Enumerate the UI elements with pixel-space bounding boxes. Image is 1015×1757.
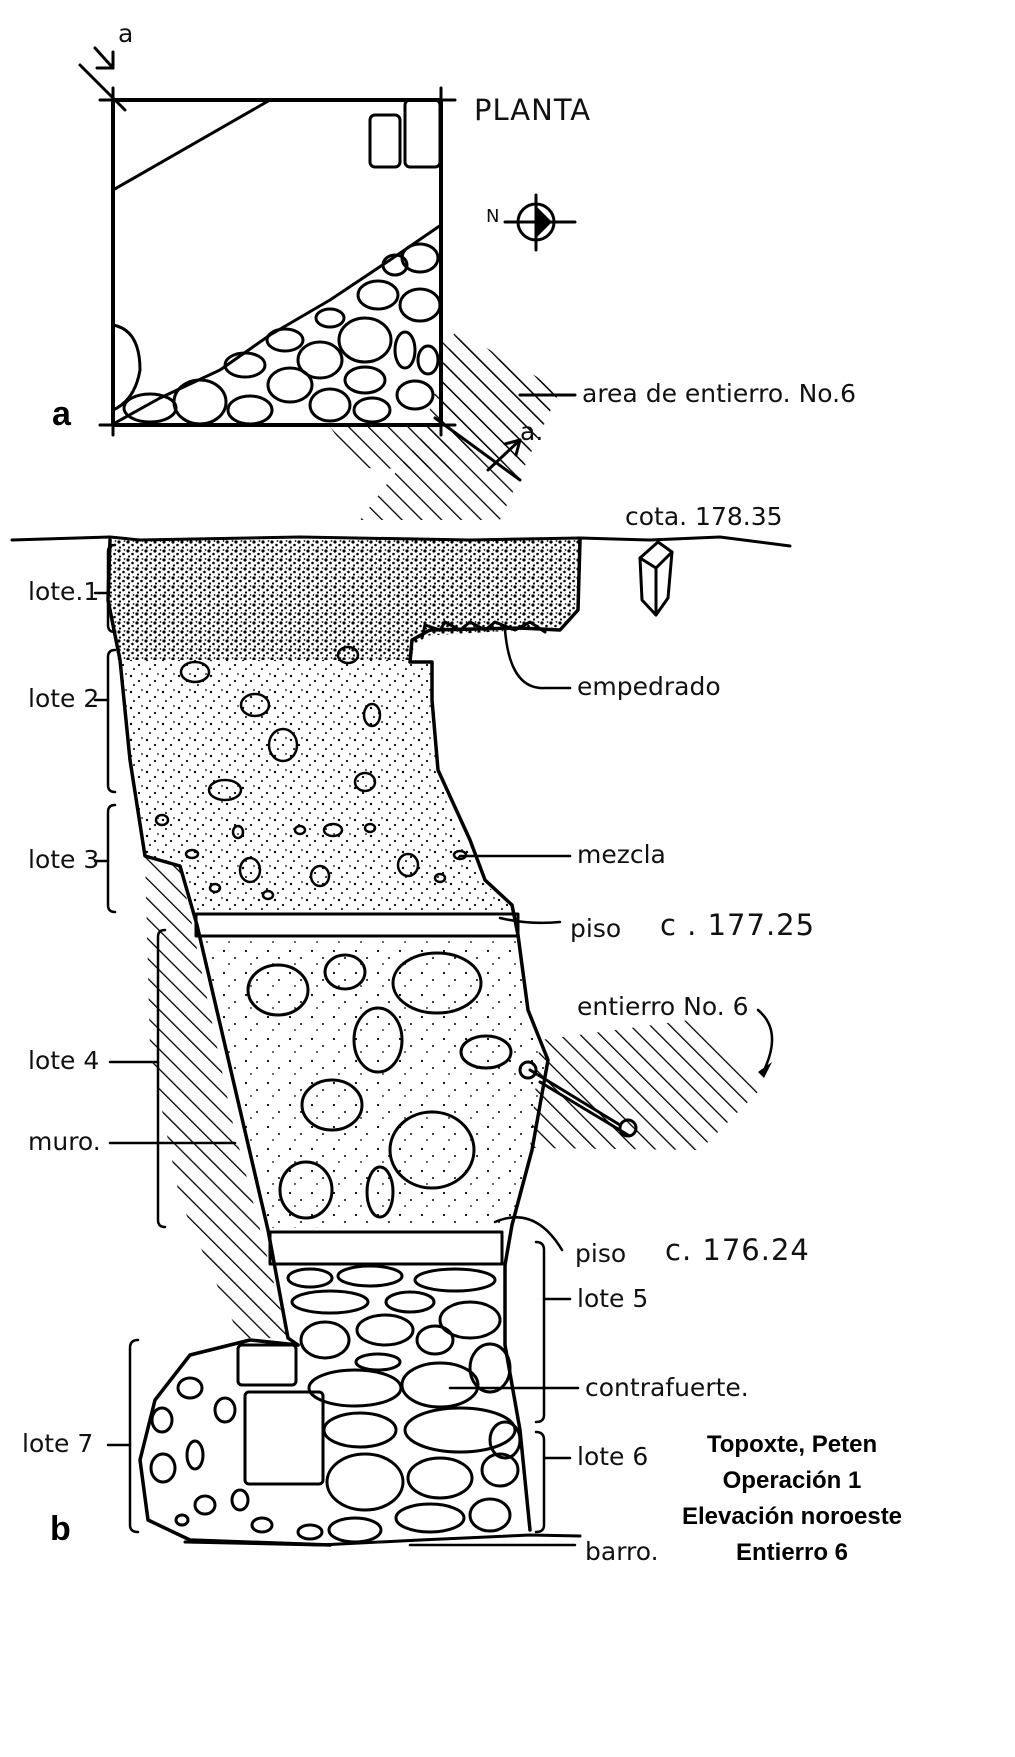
caption-line4: Entierro 6 <box>736 1539 848 1566</box>
plan-view: a a. N PLANTA area de entierro. No.6 a <box>52 19 856 520</box>
plan-title: PLANTA <box>474 93 591 127</box>
caption-line1: Topoxte, Peten <box>707 1431 877 1458</box>
bone-icon <box>518 1060 638 1138</box>
label-lote7: lote 7 <box>22 1429 93 1458</box>
label-piso-lower: piso <box>575 1239 626 1268</box>
panel-a-letter: a <box>52 395 72 433</box>
datum-marker-icon <box>638 540 674 617</box>
section-outline <box>106 538 300 1347</box>
caption-block: Topoxte, Peten Operación 1 Elevación nor… <box>682 1431 902 1566</box>
plan-square <box>111 98 443 427</box>
lote2-3-layer <box>118 660 515 913</box>
muro-hatch <box>145 856 288 1338</box>
plan-burial-hatch-bottom <box>330 427 460 470</box>
plan-stones <box>122 242 442 426</box>
lote7-outline <box>138 1338 332 1547</box>
section-marker-bottom <box>433 416 522 482</box>
label-lote3: lote 3 <box>28 845 99 874</box>
label-lote1: lote.1 <box>28 577 99 606</box>
section-marker-top-label: a <box>118 19 133 48</box>
piso-upper <box>194 912 520 938</box>
caption-line3: Elevación noroeste <box>682 1503 902 1530</box>
label-lote2: lote 2 <box>28 684 99 713</box>
north-arrow-icon <box>503 193 577 252</box>
burial-area-label: area de entierro. No.6 <box>582 379 856 408</box>
plan-block <box>368 113 402 169</box>
label-cota-upper: c . 177.25 <box>660 908 815 942</box>
label-entierro: entierro No. 6 <box>577 992 749 1021</box>
elevation-label: cota. 178.35 <box>625 502 783 531</box>
caption-line2: Operación 1 <box>723 1467 862 1494</box>
label-lote5: lote 5 <box>577 1284 648 1313</box>
lote1-layer <box>110 540 580 660</box>
label-cota-lower: c. 176.24 <box>665 1233 810 1267</box>
section-view: cota. 178.35 lote.1 lote 2 lote 3 lote 4… <box>10 502 815 1566</box>
label-barro: barro. <box>585 1537 659 1566</box>
contrafuerte-stones <box>286 1264 522 1544</box>
label-lote4: lote 4 <box>28 1046 99 1075</box>
section-marker-bottom-label: a. <box>520 417 543 446</box>
label-lote6: lote 6 <box>577 1442 648 1471</box>
label-contrafuerte: contrafuerte. <box>585 1373 749 1402</box>
piso-lower <box>268 1230 504 1266</box>
leader-lines <box>93 591 774 1547</box>
panel-b-letter: b <box>50 1510 71 1548</box>
plan-block <box>403 98 442 169</box>
entierro-hatch <box>530 1020 760 1150</box>
label-empedrado: empedrado <box>577 672 721 701</box>
label-mezcla: mezcla <box>577 840 666 869</box>
plan-burial-hatch-outside <box>443 330 560 470</box>
left-brackets <box>106 543 167 1534</box>
lote2-3-stones <box>154 645 468 901</box>
label-muro: muro. <box>28 1127 101 1156</box>
label-piso-upper: piso <box>570 914 621 943</box>
section-marker-top <box>78 46 127 112</box>
lote4-stones <box>246 951 513 1220</box>
entierro-arrow-icon <box>758 1062 772 1078</box>
lote4-layer <box>197 930 548 1228</box>
right-brackets <box>534 1240 546 1534</box>
lote7-stones <box>149 1343 325 1541</box>
north-label: N <box>486 206 499 227</box>
